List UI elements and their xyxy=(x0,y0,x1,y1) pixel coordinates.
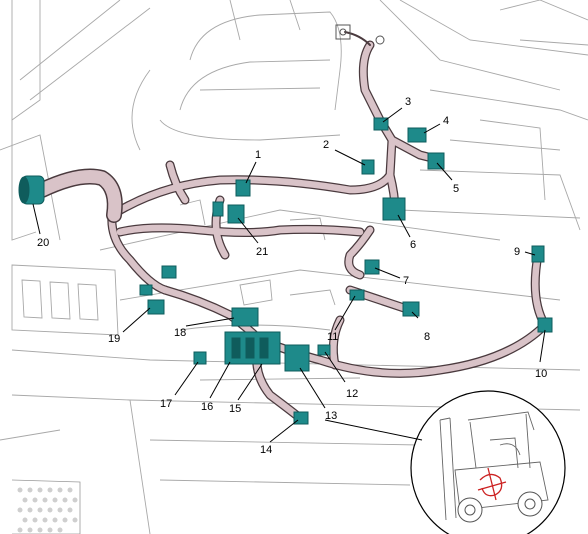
callout-18: 18 xyxy=(174,327,186,339)
callout-21: 21 xyxy=(256,246,268,258)
connector-4 xyxy=(407,127,427,143)
callout-5: 5 xyxy=(453,183,459,195)
connectors xyxy=(18,117,553,425)
inset-harness-highlight xyxy=(477,467,507,501)
callout-2: 2 xyxy=(323,139,329,151)
callout-17: 17 xyxy=(160,398,172,410)
callout-20: 20 xyxy=(37,237,49,249)
tread-plate xyxy=(11,479,81,534)
callout-15: 15 xyxy=(229,403,241,415)
callout-1: 1 xyxy=(255,149,261,161)
connector-20 xyxy=(18,175,45,205)
callout-19: 19 xyxy=(108,333,120,345)
callout-3: 3 xyxy=(405,96,411,108)
connector-9 xyxy=(531,245,545,263)
connector-21 xyxy=(227,204,245,224)
callout-9: 9 xyxy=(514,246,520,258)
connector-1 xyxy=(235,179,251,197)
connector-17 xyxy=(193,351,207,365)
callout-16: 16 xyxy=(201,401,213,413)
connector-21b xyxy=(212,201,224,217)
leader-lines xyxy=(32,107,546,443)
callout-8: 8 xyxy=(424,331,430,343)
connector-7 xyxy=(364,259,380,275)
top-bracket xyxy=(335,24,385,45)
callout-11: 11 xyxy=(327,331,338,343)
connector-extra-a xyxy=(161,265,177,279)
connector-10 xyxy=(537,317,553,333)
connector-2 xyxy=(361,159,375,175)
connector-13 xyxy=(284,344,310,372)
connector-11 xyxy=(349,289,365,301)
connector-19 xyxy=(147,299,165,315)
callout-labels: 1 2 3 4 5 6 7 8 9 10 11 12 13 14 15 16 1… xyxy=(37,96,547,456)
connector-5 xyxy=(427,152,445,170)
connector-12 xyxy=(317,344,331,356)
callout-7: 7 xyxy=(403,275,409,287)
connector-18 xyxy=(231,307,259,327)
connector-extra-b xyxy=(139,284,153,296)
forklift-locator-inset xyxy=(324,390,566,534)
connector-14 xyxy=(293,411,309,425)
callout-4: 4 xyxy=(443,115,449,127)
connector-6 xyxy=(382,197,406,221)
callout-6: 6 xyxy=(410,239,416,251)
callout-10: 10 xyxy=(535,368,547,380)
callout-14: 14 xyxy=(260,444,272,456)
callout-13: 13 xyxy=(325,410,337,422)
callout-12: 12 xyxy=(346,388,358,400)
connector-8 xyxy=(402,301,420,317)
connector-15-16 xyxy=(224,331,281,365)
